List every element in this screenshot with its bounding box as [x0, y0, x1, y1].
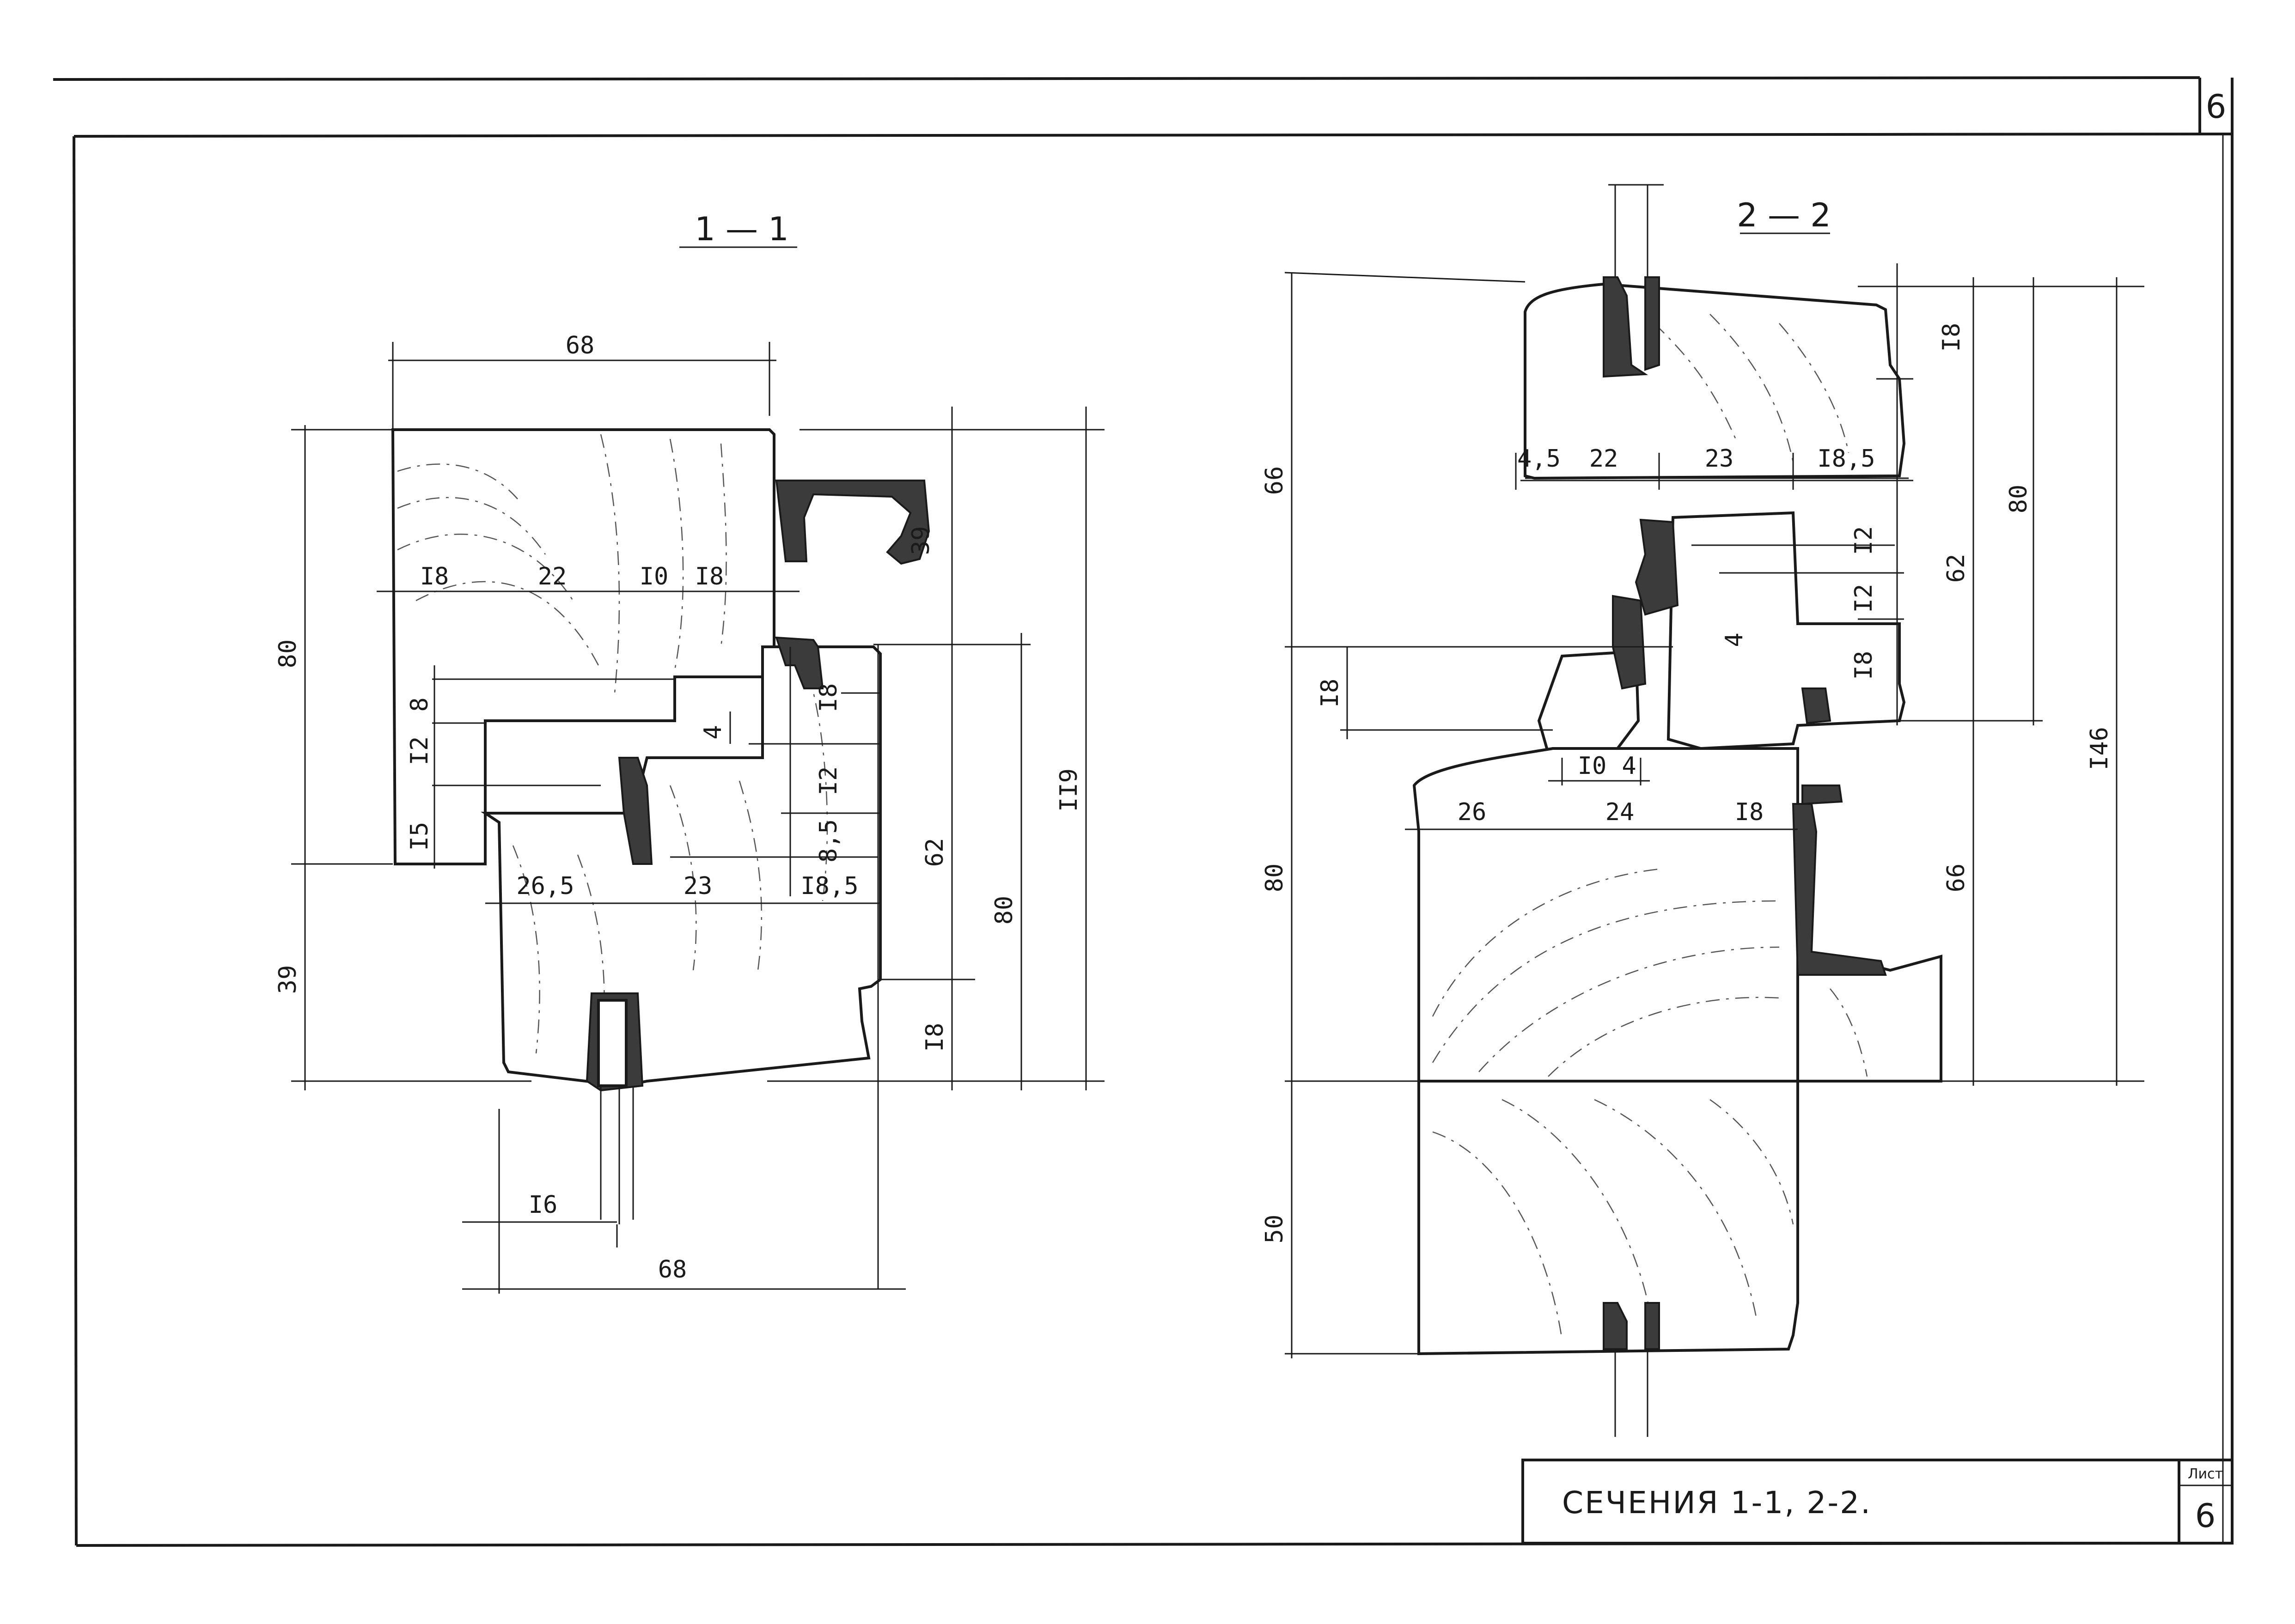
s1-dim-16: I6	[529, 1191, 558, 1219]
title-block	[1521, 1459, 2234, 1545]
s1-dim-39-bottom: 39	[274, 965, 302, 994]
s1-dim-18-5: I8,5	[800, 872, 858, 900]
s1-dim-22: 22	[538, 563, 567, 590]
s2-dim-12-a: I2	[1850, 526, 1878, 555]
s1-dim-80-right: 80	[990, 896, 1018, 925]
s2-dim-18-low: I8	[1735, 798, 1764, 826]
s1-dim-62: 62	[921, 838, 949, 867]
s2-dim-12-b: I2	[1850, 584, 1878, 613]
s2-dim-18-mid: I8	[1850, 651, 1878, 680]
s2-dim-146: I46	[2086, 727, 2113, 770]
title-block-sheet-number: 6	[2195, 1497, 2216, 1535]
s2-dim-24: 24	[1605, 798, 1635, 826]
s1-dim-18-right: I8	[815, 683, 842, 712]
s1-dim-12-right: I2	[815, 766, 842, 796]
section-1-title: 1 — 1	[695, 210, 789, 248]
s1-dim-23: 23	[684, 872, 713, 900]
section-2-lower-frame	[1412, 747, 1799, 1083]
s2-dim-4-lower: 4	[1622, 752, 1636, 780]
section-1-sash-profile	[481, 645, 882, 1088]
s1-dim-18-b: I8	[695, 563, 724, 590]
s2-dim-80-right: 80	[2005, 485, 2033, 514]
s2-dim-4-upper: 4	[1721, 633, 1748, 647]
s2-dim-4-5: 4,5	[1517, 445, 1561, 473]
s2-dim-22: 22	[1589, 445, 1618, 473]
s1-dim-12-left: I2	[406, 736, 433, 766]
s1-dim-26-5: 26,5	[516, 872, 574, 900]
s1-dim-80-left: 80	[274, 639, 302, 669]
s2-dim-18-top: I8	[1938, 323, 1965, 352]
s1-dim-18-a: I8	[420, 563, 449, 590]
s2-dim-66-right: 66	[1942, 864, 1970, 893]
title-block-sheet-label: Лист	[2188, 1466, 2223, 1482]
section-1-1: 1 — 1	[291, 210, 1105, 1294]
s2-dim-18-5: I8,5	[1817, 445, 1875, 473]
s1-dim-15: I5	[406, 822, 433, 851]
corner-sheet-number: 6	[2206, 88, 2227, 126]
section-1-dimensions: 68 39 I8 22 I0 I8 80 8 I2 I5 4 I8 I2 8,5…	[274, 332, 1083, 1283]
s2-dim-62: 62	[1942, 554, 1970, 583]
s1-dim-68-bottom: 68	[658, 1256, 687, 1283]
s1-dim-39-top: 39	[907, 526, 935, 555]
section-2-dimensions: 66 I8 4,5 22 23 I8,5 I2 I2 62 80 4 I8 I8…	[1261, 323, 2113, 1244]
s1-dim-10: I0	[640, 563, 669, 590]
s2-dim-10: I0	[1578, 752, 1607, 780]
s2-dim-18-left: I8	[1316, 679, 1344, 708]
title-block-caption: СЕЧЕНИЯ 1-1, 2-2.	[1562, 1485, 1872, 1521]
s1-dim-68-top: 68	[566, 332, 595, 359]
section-1-frame-profile	[391, 428, 775, 865]
section-2-title: 2 — 2	[1737, 196, 1831, 234]
s1-dim-4: 4	[699, 725, 727, 739]
section-2-mid-frame	[1666, 511, 1906, 750]
sheet-frame	[53, 76, 2234, 1547]
s2-dim-23: 23	[1705, 445, 1734, 473]
s2-dim-50: 50	[1261, 1215, 1288, 1244]
section-2-2: 2 — 2	[1284, 184, 2144, 1437]
s2-dim-66-top: 66	[1261, 466, 1288, 495]
s2-dim-26: 26	[1458, 798, 1487, 826]
s1-dim-8-5: 8,5	[815, 819, 842, 863]
s2-dim-80-left: 80	[1261, 864, 1288, 893]
s1-dim-8: 8	[406, 697, 433, 712]
s1-dim-119: II9	[1055, 768, 1083, 812]
s1-dim-18-bottom: I8	[921, 1023, 949, 1052]
